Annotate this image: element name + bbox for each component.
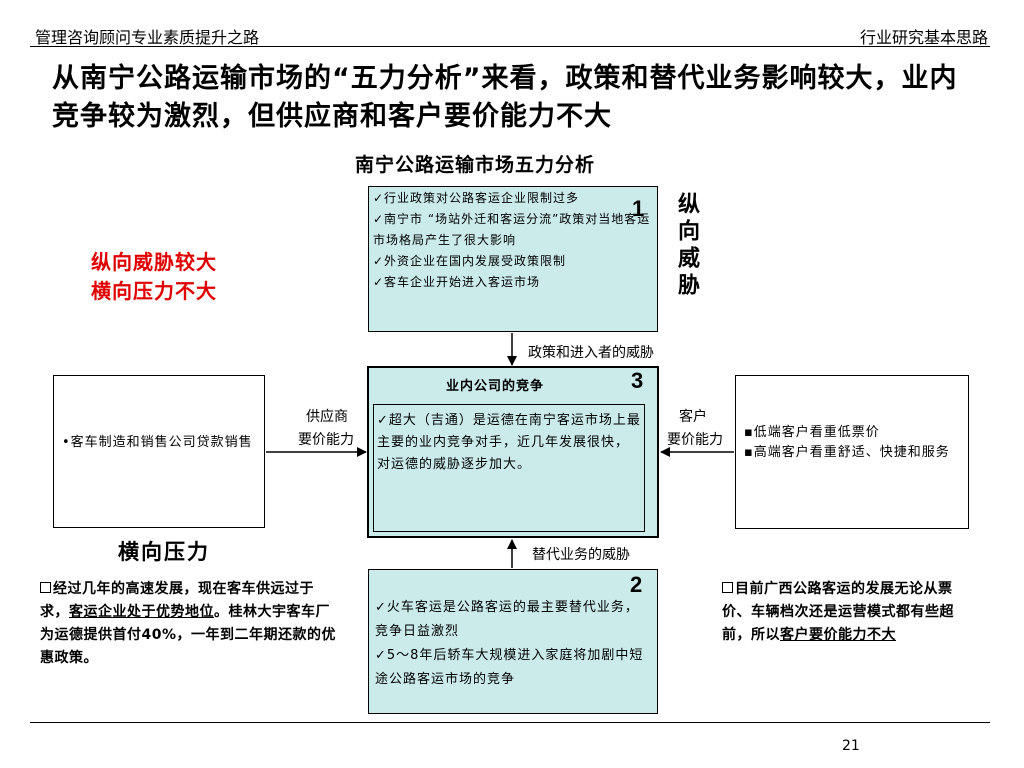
customer-label-line1: 客户	[679, 409, 707, 425]
horizontal-pressure-label: 横向压力	[118, 540, 210, 564]
number-2: 2	[630, 572, 643, 597]
customer-note-part1: 目前广西公路客运的发展无论从票价、车辆档次还是运营模式都有些超前，所以	[722, 581, 954, 643]
customer-item: ▪高端客户看重舒适、快捷和服务	[744, 445, 950, 460]
policy-item: ✓南宁市 “场站外迁和客运分流”政策对当地客运市场格局产生了很大影响	[373, 212, 651, 247]
policy-item: ✓行业政策对公路客运企业限制过多	[373, 191, 580, 205]
header-right: 行业研究基本思路	[859, 28, 988, 47]
red-note-2: 横向压力不大	[91, 279, 217, 303]
diagram-title: 南宁公路运输市场五力分析	[355, 154, 596, 176]
customer-box: ▪低端客户看重低票价 ▪高端客户看重舒适、快捷和服务	[735, 375, 969, 529]
page-number: 21	[842, 738, 860, 754]
supplier-note-part3: 。桂林大宇客车厂为运德提供首付40%，一年到二年期还款的优惠政策。	[40, 604, 337, 666]
supplier-note-part1: 经过几年的高速发展，现在客车供远过于求，	[40, 581, 314, 620]
substitute-item: ✓5～8年后轿车大规模进入家庭将加剧中短途公路客运市场的竞争	[375, 648, 644, 687]
supplier-label-line2: 要价能力	[298, 432, 354, 448]
page-title: 从南宁公路运输市场的“五力分析”来看，政策和替代业务影响较大，业内竞争较为激烈，…	[52, 63, 958, 132]
policy-item: ✓客车企业开始进入客运市场	[373, 275, 541, 289]
substitute-item: ✓火车客运是公路客运的最主要替代业务，竞争日益激烈	[375, 600, 639, 639]
customer-label-line2: 要价能力	[667, 432, 723, 448]
number-3: 3	[631, 368, 644, 393]
footer-divider	[30, 722, 990, 723]
customer-item: ▪低端客户看重低票价	[744, 425, 880, 440]
top-arrow-label: 政策和进入者的威胁	[528, 345, 654, 361]
bottom-arrow-label: 替代业务的威胁	[532, 547, 630, 563]
supplier-box: •客车制造和销售公司贷款销售	[53, 375, 265, 528]
policy-item: ✓外资企业在国内发展受政策限制	[373, 254, 567, 268]
substitute-threat-box: ✓火车客运是公路客运的最主要替代业务，竞争日益激烈 ✓5～8年后轿车大规模进入家…	[368, 569, 658, 714]
customer-note: 目前广西公路客运的发展无论从票价、车辆档次还是运营模式都有些超前，所以客户要价能…	[722, 578, 968, 647]
red-note-1: 纵向威胁较大	[91, 250, 217, 274]
checkbox-square-icon	[40, 582, 51, 593]
customer-note-highlight: 客户要价能力不大	[780, 627, 896, 643]
vertical-threat-label: 纵向威胁	[674, 192, 699, 300]
checkbox-square-icon	[722, 582, 733, 593]
supplier-note: 经过几年的高速发展，现在客车供远过于求，客运企业处于优势地位。桂林大宇客车厂为运…	[40, 578, 338, 670]
header-left: 管理咨询顾问专业素质提升之路	[35, 28, 260, 47]
header-divider	[30, 46, 990, 47]
center-box-title: 业内公司的竞争	[446, 379, 545, 394]
policy-threat-box: ✓行业政策对公路客运企业限制过多 ✓南宁市 “场站外迁和客运分流”政策对当地客运…	[368, 186, 658, 332]
number-1: 1	[632, 196, 645, 221]
competition-text: ✓超大（吉通）是运德在南宁客运市场上最主要的业内竞争对手，近几年发展很快，对运德…	[373, 404, 645, 532]
supplier-note-highlight: 客运企业处于优势地位	[69, 604, 214, 620]
industry-competition-box: 业内公司的竞争 ✓超大（吉通）是运德在南宁客运市场上最主要的业内竞争对手，近几年…	[367, 366, 659, 538]
supplier-label-line1: 供应商	[306, 409, 348, 425]
